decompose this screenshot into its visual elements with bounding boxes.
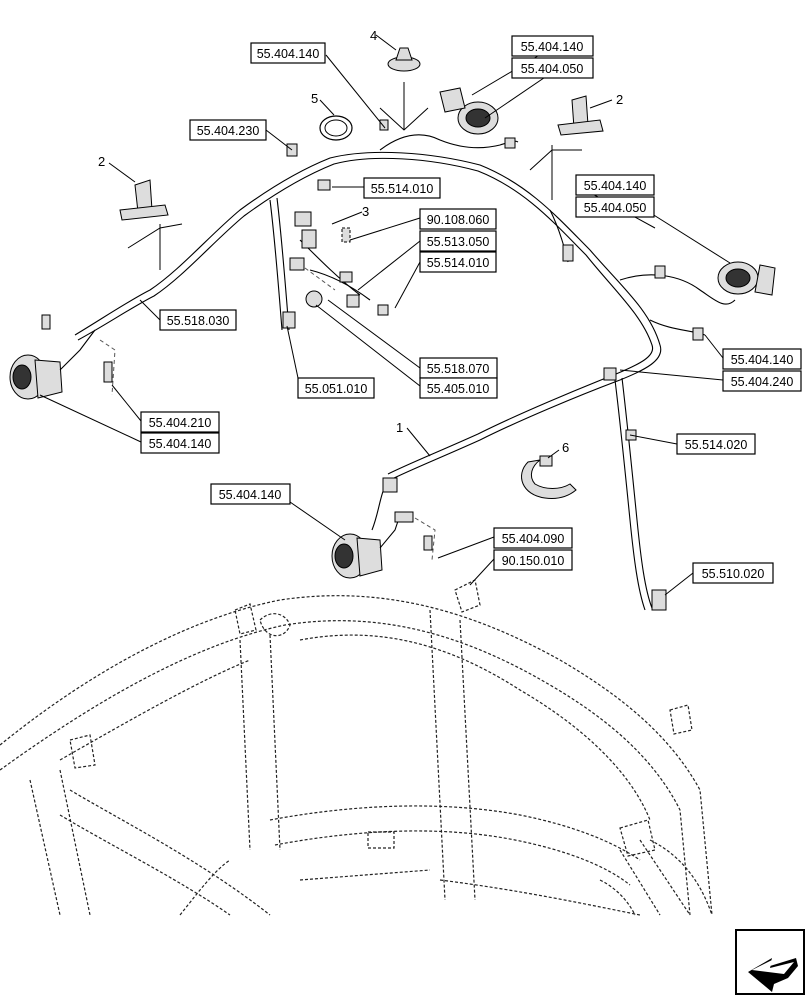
svg-text:55.404.240: 55.404.240: [731, 375, 794, 389]
ref-label[interactable]: 55.404.140: [511, 35, 594, 57]
callout-number: 2: [98, 154, 105, 169]
clip-part-left: [119, 179, 169, 221]
svg-text:55.404.050: 55.404.050: [521, 62, 584, 76]
ref-label[interactable]: 55.404.090: [493, 527, 573, 549]
right-upper-lamp: [717, 261, 776, 296]
svg-text:55.518.030: 55.518.030: [167, 314, 230, 328]
svg-text:55.513.050: 55.513.050: [427, 235, 490, 249]
svg-text:55.404.140: 55.404.140: [257, 47, 320, 61]
ref-label[interactable]: 55.513.050: [419, 230, 497, 252]
ref-label[interactable]: 55.404.140: [250, 42, 326, 64]
top-center-lamp: [439, 87, 499, 135]
ref-label[interactable]: 90.108.060: [419, 208, 497, 230]
svg-text:55.404.140: 55.404.140: [149, 437, 212, 451]
hidden-lines: [99, 267, 436, 561]
cab-frame: [0, 579, 713, 916]
svg-text:55.404.140: 55.404.140: [521, 40, 584, 54]
ref-label[interactable]: 55.404.050: [575, 196, 655, 218]
reference-labels: 55.404.140 55.404.140 55.404.050 55.404.…: [140, 35, 802, 584]
ref-label[interactable]: 55.051.010: [297, 377, 375, 399]
item-callouts: 4 5 2 2 3 1 6: [98, 28, 623, 455]
relay-cluster: [103, 119, 704, 611]
ring-seal-part: [319, 115, 353, 141]
ref-label[interactable]: 55.404.230: [189, 119, 267, 141]
ref-label[interactable]: 55.404.140: [722, 348, 802, 370]
ref-label[interactable]: 55.404.140: [140, 432, 220, 454]
svg-text:90.150.010: 90.150.010: [502, 554, 565, 568]
svg-text:55.051.010: 55.051.010: [305, 382, 368, 396]
svg-text:90.108.060: 90.108.060: [427, 213, 490, 227]
ref-label[interactable]: 55.518.030: [159, 309, 237, 331]
callout-number: 1: [396, 420, 403, 435]
callout-number: 3: [362, 204, 369, 219]
ref-label[interactable]: 55.404.050: [511, 57, 594, 79]
ref-label[interactable]: 55.510.020: [692, 562, 774, 584]
svg-text:55.404.050: 55.404.050: [584, 201, 647, 215]
svg-text:55.404.140: 55.404.140: [731, 353, 794, 367]
ref-label[interactable]: 55.405.010: [419, 377, 498, 399]
ref-label[interactable]: 55.514.010: [419, 251, 497, 273]
svg-text:55.404.230: 55.404.230: [197, 124, 260, 138]
callout-number: 2: [616, 92, 623, 107]
ref-label[interactable]: 90.150.010: [493, 549, 573, 571]
svg-text:55.514.010: 55.514.010: [427, 256, 490, 270]
ref-label[interactable]: 55.404.210: [140, 411, 220, 433]
svg-text:55.404.140: 55.404.140: [219, 488, 282, 502]
left-work-lamp: [9, 314, 96, 400]
ref-label[interactable]: 55.404.140: [210, 483, 291, 505]
grommet-part: [387, 47, 421, 72]
callout-number: 5: [311, 91, 318, 106]
svg-text:55.404.090: 55.404.090: [502, 532, 565, 546]
clip-part-right: [557, 95, 604, 136]
strap-part: [521, 455, 577, 499]
svg-text:55.514.010: 55.514.010: [371, 182, 434, 196]
svg-text:55.510.020: 55.510.020: [702, 567, 765, 581]
svg-text:55.405.010: 55.405.010: [427, 382, 490, 396]
ref-label[interactable]: 55.514.010: [363, 177, 441, 199]
callout-number: 4: [370, 28, 377, 43]
ref-label[interactable]: 55.518.070: [419, 357, 498, 379]
front-work-lamp: [331, 511, 414, 579]
ref-label[interactable]: 55.404.140: [575, 174, 655, 196]
ref-label[interactable]: 55.404.240: [722, 370, 802, 392]
callout-number: 6: [562, 440, 569, 455]
svg-text:55.518.070: 55.518.070: [427, 362, 490, 376]
svg-text:55.404.140: 55.404.140: [584, 179, 647, 193]
previous-page-arrow-icon[interactable]: [735, 929, 805, 995]
svg-text:55.514.020: 55.514.020: [685, 438, 748, 452]
svg-text:55.404.210: 55.404.210: [149, 416, 212, 430]
ref-label[interactable]: 55.514.020: [676, 433, 756, 455]
